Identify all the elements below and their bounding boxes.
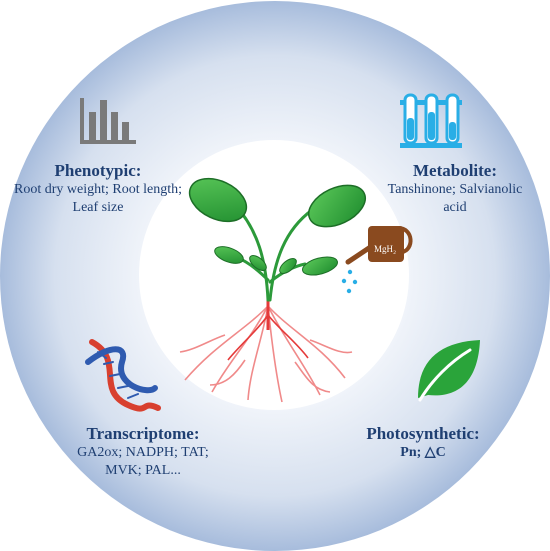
watering-can-icon: MgH₂ [341, 226, 413, 294]
leaf-icon [418, 340, 480, 402]
transcriptome-section: Transcriptome: GA2ox; NADPH; TAT; MVK; P… [58, 424, 228, 480]
test-tubes-icon [400, 93, 462, 148]
plant-illustration [179, 177, 366, 403]
watering-can-label: MgH₂ [374, 244, 396, 254]
photosynthetic-body: Pn; △C [400, 445, 446, 460]
photosynthetic-title: Photosynthetic: [366, 424, 480, 443]
dna-icon [85, 339, 161, 412]
photosynthetic-section: Photosynthetic: Pn; △C [348, 424, 498, 462]
phenotypic-body: Root dry weight; Root length; Leaf size [14, 182, 182, 215]
phenotypic-section: Phenotypic: Root dry weight; Root length… [14, 161, 182, 217]
metabolite-title: Metabolite: [412, 161, 498, 180]
bar-chart-icon [80, 98, 136, 144]
transcriptome-body: GA2ox; NADPH; TAT; MVK; PAL... [77, 445, 209, 478]
metabolite-section: Metabolite: Tanshinone; Salvianolic acid [385, 161, 525, 217]
phenotypic-title: Phenotypic: [54, 161, 142, 180]
transcriptome-title: Transcriptome: [86, 424, 200, 443]
metabolite-body: Tanshinone; Salvianolic acid [387, 182, 523, 215]
